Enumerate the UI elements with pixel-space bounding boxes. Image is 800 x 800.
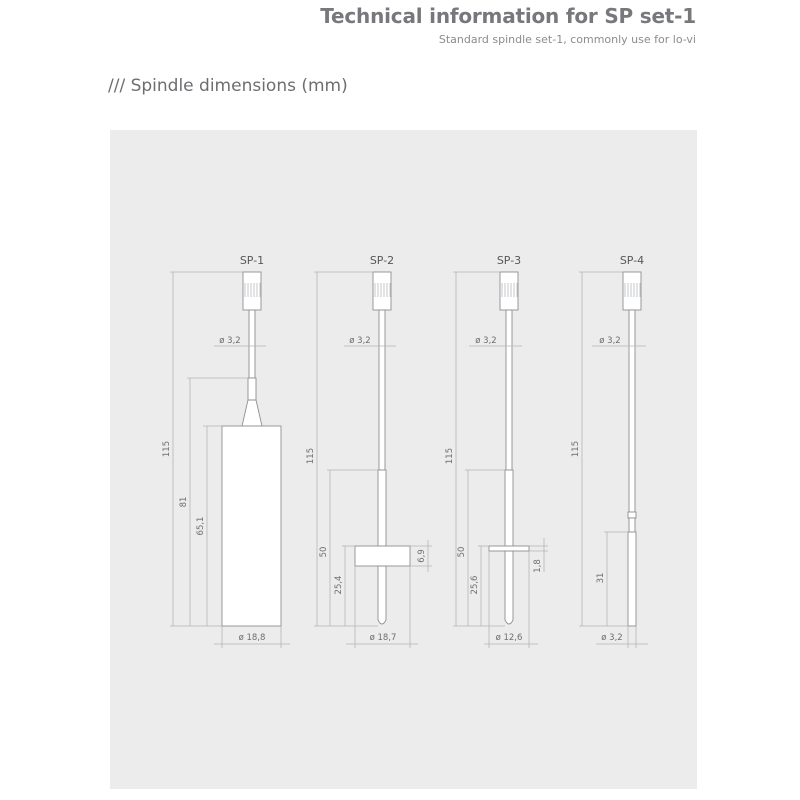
sp4-tip [627,531,637,627]
sp2-neck-label: 50 [319,547,329,558]
sp2-dia-label: ø 18,7 [370,633,397,643]
page-title: Technical information for SP set-1 [320,4,696,28]
sp3-disk-offset-label: 25,6 [470,576,480,595]
spindle-sp2: SP-2 115 50 25,4 6,9 ø 3,2 ø 18,7 [306,254,432,648]
sp1-knurl [244,283,261,297]
sp4-knurl [624,283,641,297]
sp3-disk-thick-label: 1,8 [533,559,543,573]
sp1-head [242,271,262,311]
sp1-shaft [248,309,256,379]
sp4-neck [628,517,636,533]
sp1-neck-label: 81 [179,497,189,508]
sp4-dia-label: ø 3,2 [601,633,622,643]
sp4-tip-label: 31 [596,573,606,584]
sp3-name: SP-3 [497,254,521,267]
sp1-neck [247,377,257,401]
sp2-knurl [374,283,391,297]
spindle-sp1: SP-1 115 81 65,1 ø 3,2 ø 18,8 [162,254,290,648]
sp2-neck [377,469,387,547]
sp4-head [622,271,642,311]
sp2-disk-offset-label: 25,4 [334,576,344,595]
sp3-neck [504,469,514,547]
sp2-shaft [378,309,386,471]
section-title: /// Spindle dimensions (mm) [108,76,348,96]
sp1-shaft-label: ø 3,2 [219,336,240,346]
sp4-total-label: 115 [571,441,581,457]
spindle-sp4: SP-4 115 31 ø 3,2 ø 3,2 [571,254,648,648]
spindle-sp3: SP-3 115 50 25,6 1,8 ø 3,2 ø 12,6 [445,254,548,648]
sp2-shaft-label: ø 3,2 [349,336,370,346]
sp1-dia-label: ø 18,8 [239,633,266,643]
sp1-total-label: 115 [162,441,172,457]
sp1-taper [241,399,263,427]
sp2-head [372,271,392,311]
sp2-name: SP-2 [370,254,394,267]
sp3-tip [504,550,514,625]
sp2-disk [354,545,411,567]
sp4-name: SP-4 [620,254,644,267]
sp3-disk [488,545,530,552]
sp2-tip [377,565,387,625]
drawing-panel [110,130,697,789]
sp4-collar [627,511,637,519]
sp3-knurl [501,283,518,297]
sp4-shaft [628,309,636,513]
sp3-dia-label: ø 12,6 [496,633,523,643]
sp3-shaft [505,309,513,471]
sp1-body [221,425,282,627]
sp4-shaft-label: ø 3,2 [599,336,620,346]
sp2-total-label: 115 [306,448,316,464]
sp3-head [499,271,519,311]
sp1-body-label: 65,1 [196,517,206,536]
sp1-name: SP-1 [240,254,264,267]
sp3-shaft-label: ø 3,2 [475,336,496,346]
sp3-neck-label: 50 [457,547,467,558]
page-subtitle: Standard spindle set-1, commonly use for… [438,33,696,46]
sp3-total-label: 115 [445,448,455,464]
sp2-disk-thick-label: 6,9 [417,549,427,563]
